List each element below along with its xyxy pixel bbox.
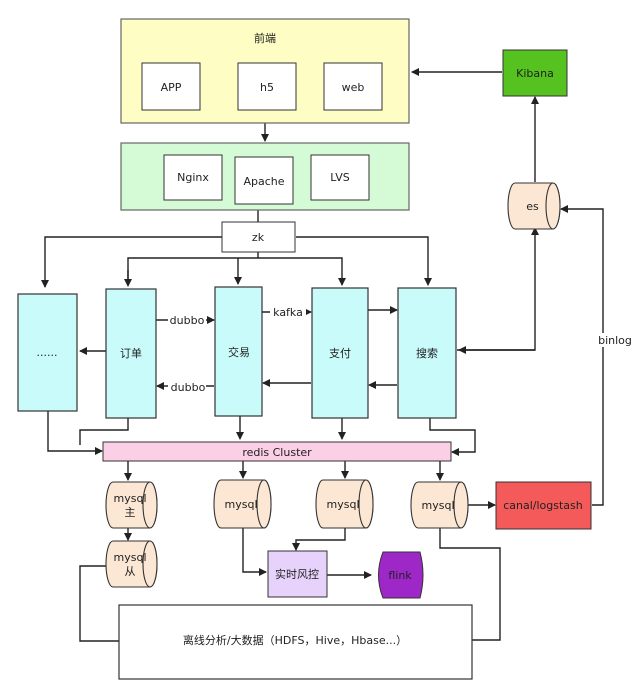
- canal-logstash-label: canal/logstash: [503, 499, 583, 512]
- mysql-pay-db[interactable]: mysql: [315, 479, 374, 529]
- mysql-search-db-rim: [453, 481, 469, 529]
- mysql-slave-db-label-1: 从: [125, 565, 136, 578]
- frontend-web-box[interactable]: [323, 62, 383, 111]
- edge-mysql-hadoop: [439, 528, 501, 644]
- edge-slave-odps: [79, 565, 128, 645]
- edge-paydb-risk: [292, 528, 346, 551]
- es-db-rim: [545, 182, 561, 230]
- edge-order-redis: [79, 418, 129, 445]
- mysql-trade-db[interactable]: mysql: [213, 479, 272, 529]
- gateway-lvs-box[interactable]: [310, 154, 370, 201]
- gateway-nginx-box[interactable]: [163, 154, 223, 201]
- service-misc-box[interactable]: [17, 293, 78, 412]
- service-order-box[interactable]: [105, 288, 157, 419]
- bigdata-group: [118, 604, 473, 680]
- mysql-master-db-label-1: 主: [125, 506, 136, 519]
- service-trade-label: 交易: [228, 345, 250, 359]
- edge-zk-search: [296, 236, 432, 286]
- mysql-master-db-label-0: mysql: [114, 492, 147, 505]
- frontend-app-label: APP: [161, 81, 182, 94]
- edge-search-redis: [429, 418, 476, 456]
- mysql-trade-db-rim: [256, 479, 272, 529]
- frontend-app-box[interactable]: [141, 62, 201, 111]
- mysql-pay-db-rim: [358, 479, 374, 529]
- frontend-web-label: web: [342, 81, 365, 94]
- gateway-apache-label: Apache: [243, 175, 284, 188]
- service-search-box[interactable]: [397, 287, 457, 419]
- redis-cluster-label: redis Cluster: [242, 446, 312, 459]
- gateway-nginx-label: Nginx: [177, 171, 209, 184]
- edge-zk-misc: [41, 236, 222, 288]
- canal-logstash-box[interactable]: [495, 481, 592, 530]
- service-order-label: 订单: [120, 347, 142, 360]
- edge-label-kafka: kafka: [273, 306, 303, 319]
- database-layer: mysql主mysql从mysqlmysqlmysqlesodpsHadoop: [105, 182, 561, 669]
- mysql-slave-db-label-0: mysql: [114, 551, 147, 564]
- zk-label: zk: [252, 231, 265, 244]
- mysql-search-db[interactable]: mysql: [410, 481, 469, 529]
- edge-label-binlog: binlog: [598, 334, 632, 347]
- es-db[interactable]: es: [507, 182, 561, 230]
- service-misc-label: ......: [37, 346, 58, 359]
- gateway-lvs-label: LVS: [330, 171, 349, 184]
- edge-label-dubbo-right: dubbo: [170, 314, 205, 327]
- risk-control-box[interactable]: [267, 550, 328, 598]
- mysql-search-db-label-0: mysql: [422, 499, 455, 512]
- frontend-h5-box[interactable]: [237, 62, 297, 111]
- mysql-slave-db-rim: [142, 540, 158, 588]
- flink-label: flink: [388, 569, 412, 582]
- edge-bus-order: [127, 257, 346, 286]
- zk-box[interactable]: [221, 221, 296, 253]
- service-trade-box[interactable]: [214, 286, 263, 417]
- frontend-h5-label: h5: [260, 81, 274, 94]
- service-pay-box[interactable]: [311, 287, 369, 419]
- service-search-label: 搜索: [416, 346, 438, 360]
- mysql-pay-db-label-0: mysql: [327, 498, 360, 511]
- gateway-apache-box[interactable]: [234, 156, 294, 205]
- edge-canal-es: [560, 205, 604, 506]
- edge-search-es: [457, 227, 539, 351]
- kibana-box[interactable]: [502, 49, 568, 97]
- flink-shape[interactable]: [378, 551, 424, 599]
- mysql-master-db-rim: [142, 481, 158, 529]
- redis-cluster-bar[interactable]: [102, 441, 452, 462]
- edge-misc-redis: [47, 411, 103, 455]
- mysql-trade-db-label-0: mysql: [225, 498, 258, 511]
- bigdata-label: 离线分析/大数据（HDFS，Hive，Hbase...）: [183, 633, 407, 647]
- frontend-title: 前端: [254, 31, 276, 45]
- edge-label-dubbo-left: dubbo: [171, 381, 206, 394]
- edge-tradedb-risk: [242, 528, 267, 576]
- risk-control-label: 实时风控: [275, 567, 319, 581]
- es-db-label-0: es: [526, 200, 539, 213]
- service-pay-label: 支付: [329, 347, 351, 360]
- kibana-label: Kibana: [516, 67, 554, 80]
